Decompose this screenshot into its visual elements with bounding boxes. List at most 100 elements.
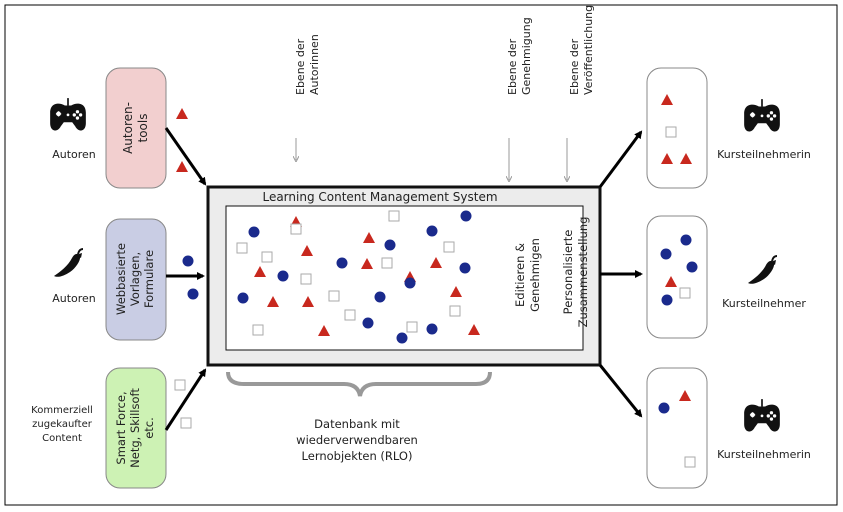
learner-label-1: Kursteilnehmerin — [717, 148, 811, 161]
author-label-1: Autoren — [52, 148, 96, 161]
learner-package-box-3 — [646, 367, 708, 489]
gamepad-icon — [49, 97, 87, 132]
triangle-object — [450, 286, 462, 297]
triangle-object — [301, 245, 313, 256]
level-approval-line-2: Genehmigung — [520, 17, 533, 95]
circle-object — [237, 292, 249, 304]
arrow-lcms-to-learner-3 — [598, 364, 643, 418]
commercial-content-label-line-2: zugekaufter — [32, 419, 93, 430]
triangle-object — [661, 153, 673, 164]
triangle-object — [665, 276, 677, 287]
circle-object — [404, 277, 416, 289]
square-object — [252, 324, 264, 336]
database-text-line-3: Lernobjekten (RLO) — [302, 449, 413, 463]
circle-object — [182, 255, 194, 267]
web-templates-text-line-3: Formulare — [142, 250, 156, 308]
triangle-object — [254, 266, 266, 277]
arrow-commercial-to-lcms — [164, 368, 207, 431]
circle-object — [277, 270, 289, 282]
circle-object — [374, 291, 386, 303]
square-object — [328, 290, 340, 302]
arrow-authoring-to-lcms — [164, 127, 207, 186]
triangle-object — [176, 161, 188, 172]
gamepad-icon — [743, 398, 781, 433]
triangle-object — [679, 390, 691, 401]
authoring-tools-text-line-2: tools — [136, 114, 150, 143]
square-object — [300, 273, 312, 285]
commercial-content-label-line-3: Content — [42, 433, 82, 444]
square-object — [449, 305, 461, 317]
square-object — [344, 309, 356, 321]
database-text-line-2: wiederverwendbaren — [296, 433, 418, 447]
circle-object — [336, 257, 348, 269]
chili-pepper-icon — [747, 255, 778, 285]
edit-approve-line-2: Genehmigen — [528, 238, 542, 312]
authoring-tools-text-line-1: Autoren- — [121, 102, 135, 154]
outer-frame — [4, 4, 838, 506]
level-authors-line-2: Autorinnen — [308, 34, 321, 95]
circle-object — [187, 288, 199, 300]
gamepad-icon — [743, 98, 781, 133]
level-publication-line-1: Ebene der — [568, 38, 581, 95]
commercial-text-line-2: Netg, Skillsoft — [128, 388, 142, 468]
circle-object — [384, 239, 396, 251]
square-object — [174, 379, 186, 391]
square-object — [381, 257, 393, 269]
square-object — [290, 223, 302, 235]
learner-label-3: Kursteilnehmerin — [717, 448, 811, 461]
circle-object — [426, 225, 438, 237]
level-publication-line-2: Veröffentlichung — [582, 5, 595, 95]
circle-object — [426, 323, 438, 335]
circle-object — [660, 248, 672, 260]
circle-object — [248, 226, 260, 238]
square-object — [261, 251, 273, 263]
web-templates-box — [105, 218, 167, 341]
triangle-object — [363, 232, 375, 243]
circle-object — [661, 294, 673, 306]
commercial-content-label-line-1: Kommerziell — [31, 405, 93, 416]
web-templates-text-line-2: Vorlagen, — [128, 252, 142, 306]
arrow-lcms-to-learner-1 — [598, 130, 643, 188]
edit-approve-line-1: Editieren & — [513, 243, 527, 307]
triangle-object — [430, 257, 442, 268]
chili-pepper-icon — [53, 248, 84, 278]
personalized-line-1: Personalisierte — [561, 230, 575, 315]
level-approval-line-1: Ebene der — [506, 38, 519, 95]
triangle-object — [661, 94, 673, 105]
database-text-line-1: Datenbank mit — [314, 417, 400, 431]
learner-package-box-2 — [646, 215, 708, 339]
triangle-object — [267, 296, 279, 307]
square-object — [684, 456, 696, 468]
personalized-line-2: Zusammenstellung — [576, 217, 590, 328]
square-object — [443, 241, 455, 253]
square-object — [406, 321, 418, 333]
lcms-title: Learning Content Management System — [262, 190, 497, 204]
commercial-text-line-3: etc. — [142, 417, 156, 439]
circle-object — [459, 262, 471, 274]
commercial-text-line-1: Smart Force, — [114, 391, 128, 464]
level-authors-line-1: Ebene der — [294, 38, 307, 95]
learner-package-box-1 — [646, 67, 708, 189]
web-templates-text-line-1: Webbasierte — [114, 243, 128, 315]
circle-object — [396, 332, 408, 344]
triangle-object — [468, 324, 480, 335]
triangle-object — [318, 325, 330, 336]
circle-object — [680, 234, 692, 246]
square-object — [388, 210, 400, 222]
learning-objects-layer — [174, 94, 698, 468]
square-object — [236, 242, 248, 254]
circle-object — [658, 402, 670, 414]
triangle-object — [680, 153, 692, 164]
author-label-2: Autoren — [52, 292, 96, 305]
circle-object — [460, 210, 472, 222]
square-object — [180, 417, 192, 429]
square-object — [679, 287, 691, 299]
database-brace — [226, 371, 492, 397]
triangle-object — [176, 108, 188, 119]
circle-object — [362, 317, 374, 329]
square-object — [665, 126, 677, 138]
triangle-object — [302, 296, 314, 307]
circle-object — [686, 261, 698, 273]
triangle-object — [361, 258, 373, 269]
